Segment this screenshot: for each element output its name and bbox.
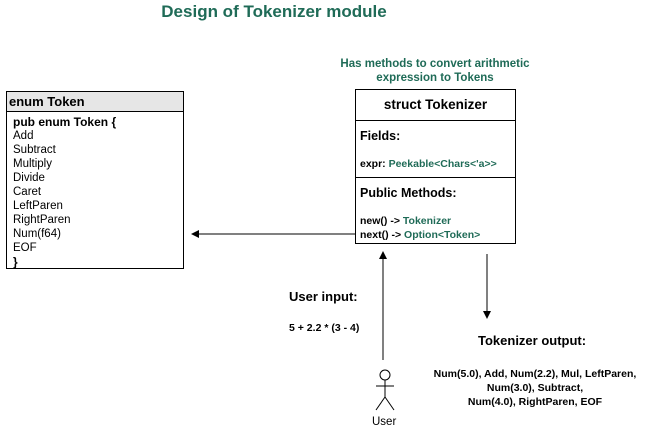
struct-description-note: Has methods to convert arithmetic expres… [340,58,530,84]
field-type: Peekable<Chars<'a>> [388,158,497,170]
enum-variant: Caret [13,186,42,198]
actor-label: User [372,416,397,428]
enum-closing-brace: } [13,255,18,269]
method-next: next() -> Option<Token> [360,229,480,241]
struct-fields-section: Fields: expr: Peekable<Chars<'a>> [356,121,515,178]
method-name: next() -> [360,229,405,241]
enum-variant: EOF [13,242,37,254]
method-name: new() -> [360,215,403,227]
methods-label: Public Methods: [360,186,457,200]
output-line: Num(4.0), RightParen, EOF [467,396,603,408]
enum-variant: Num(f64) [13,228,61,240]
field-expr: expr: Peekable<Chars<'a>> [360,158,497,170]
enum-variant: RightParen [13,214,71,226]
struct-methods-section: Public Methods: new() -> Tokenizer next(… [356,178,515,244]
user-expression: 5 + 2.2 * (3 - 4) [289,322,360,334]
struct-title: struct Tokenizer [356,90,515,121]
enum-declaration: pub enum Token { [13,115,117,129]
output-line: Num(5.0), Add, Num(2.2), Mul, LeftParen, [433,368,637,380]
enum-token-body: pub enum Token { Add Subtract Multiply D… [13,115,116,269]
enum-token-box: enum Token pub enum Token { Add Subtract… [6,91,184,269]
enum-variant: LeftParen [13,200,63,212]
struct-tokenizer-box: struct Tokenizer Fields: expr: Peekable<… [355,89,516,244]
enum-variant: Add [13,130,34,142]
enum-variant: Multiply [13,158,52,170]
user-actor-icon [375,369,395,411]
method-new: new() -> Tokenizer [360,215,451,227]
enum-variant: Subtract [13,144,56,156]
user-input-label: User input: [289,289,358,304]
enum-variant: Divide [13,172,45,184]
field-name: expr: [360,158,389,170]
output-line: Num(3.0), Subtract, [486,382,584,394]
method-return-type: Tokenizer [402,215,452,227]
diagram-title: Design of Tokenizer module [161,2,387,21]
method-return-type: Option<Token> [404,229,481,241]
enum-token-header: enum Token [7,92,183,112]
tokenizer-output-label: Tokenizer output: [478,333,587,348]
fields-label: Fields: [360,129,401,143]
tokenizer-output-text: Num(5.0), Add, Num(2.2), Mul, LeftParen,… [410,367,656,409]
